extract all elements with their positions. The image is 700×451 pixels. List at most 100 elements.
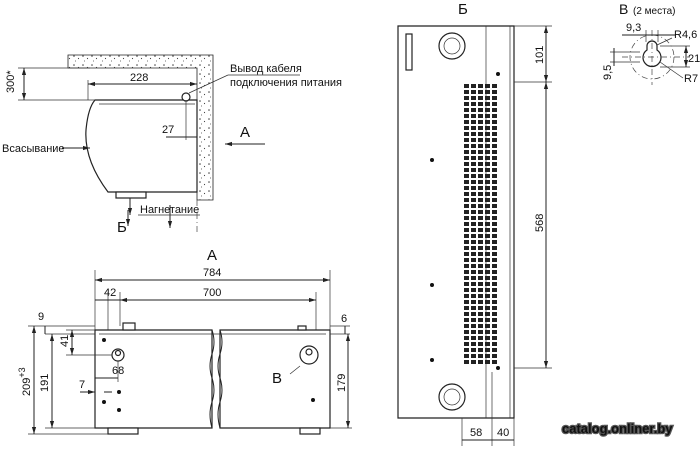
grille-slot [478, 294, 483, 298]
grille-slot [485, 156, 490, 160]
grille-slot [478, 132, 483, 136]
label-cable-line1: Вывод кабеля [230, 63, 302, 75]
grille-slot [478, 138, 483, 142]
grille-slot [464, 252, 469, 256]
grille-slot [464, 210, 469, 214]
grille-slot [478, 90, 483, 94]
grille-slot [492, 204, 497, 208]
grille-slot [471, 276, 476, 280]
grille-slot [471, 156, 476, 160]
grille-slot [464, 156, 469, 160]
outlet-grille [464, 84, 497, 364]
label-discharge: Нагнетание [140, 204, 199, 216]
grille-slot [471, 360, 476, 364]
grille-slot [478, 306, 483, 310]
grille-slot [485, 174, 490, 178]
grille-slot [492, 192, 497, 196]
cable-hole-bottom [438, 383, 466, 411]
dim-58: 58 [470, 427, 482, 439]
grille-slot [471, 330, 476, 334]
grille-slot [478, 204, 483, 208]
grille-slot [492, 336, 497, 340]
unit-body-side [85, 99, 198, 193]
grille-slot [492, 120, 497, 124]
keyhole-detail [642, 40, 662, 68]
grille-slot [485, 306, 490, 310]
grille-slot [485, 126, 490, 130]
dim-191: 191 [39, 374, 51, 392]
grille-slot [464, 138, 469, 142]
dim-7: 7 [79, 379, 85, 391]
grille-slot [492, 144, 497, 148]
marker-b-side: Б [117, 219, 127, 236]
grille-slot [464, 132, 469, 136]
bottom-view: Б 101 568 58 40 [397, 1, 552, 446]
grille-slot [492, 216, 497, 220]
grille-slot [478, 348, 483, 352]
grille-slot [478, 162, 483, 166]
grille-slot [471, 282, 476, 286]
grille-slot [485, 216, 490, 220]
grille-slot [464, 318, 469, 322]
grille-slot [492, 108, 497, 112]
grille-slot [471, 108, 476, 112]
grille-slot [492, 330, 497, 334]
grille-slot [464, 186, 469, 190]
grille-slot [478, 150, 483, 154]
grille-slot [471, 234, 476, 238]
marker-v: В [272, 370, 282, 387]
dim-300: 300* [5, 70, 17, 93]
grille-slot [464, 168, 469, 172]
grille-slot [492, 234, 497, 238]
grille-slot [492, 252, 497, 256]
grille-slot [464, 120, 469, 124]
grille-slot [471, 96, 476, 100]
grille-slot [485, 282, 490, 286]
cable-hole-top [438, 32, 466, 60]
detail-view: В (2 места) 9,3 R4,6 21 9,5 R7 [602, 1, 700, 85]
grille-slot [471, 162, 476, 166]
grille-slot [471, 84, 476, 88]
grille-slot [485, 234, 490, 238]
grille-slot [464, 126, 469, 130]
grille-slot [492, 174, 497, 178]
grille-slot [471, 114, 476, 118]
grille-slot [485, 150, 490, 154]
dim-179: 179 [336, 374, 348, 392]
grille-slot [492, 246, 497, 250]
grille-slot [485, 210, 490, 214]
grille-slot [471, 228, 476, 232]
grille-slot [485, 168, 490, 172]
grille-slot [464, 282, 469, 286]
grille-slot [492, 180, 497, 184]
grille-slot [485, 228, 490, 232]
grille-slot [464, 354, 469, 358]
grille-slot [464, 240, 469, 244]
grille-slot [478, 312, 483, 316]
grille-slot [471, 270, 476, 274]
marker-a-side: A [240, 124, 250, 141]
grille-slot [492, 300, 497, 304]
grille-slot [464, 204, 469, 208]
grille-slot [492, 102, 497, 106]
grille-slot [478, 318, 483, 322]
grille-slot [492, 114, 497, 118]
grille-slot [478, 174, 483, 178]
grille-slot [471, 120, 476, 124]
grille-slot [471, 312, 476, 316]
grille-slot [478, 336, 483, 340]
grille-slot [485, 144, 490, 148]
grille-slot [492, 168, 497, 172]
grille-slot [478, 192, 483, 196]
dim-700: 700 [203, 287, 221, 299]
grille-slot [492, 210, 497, 214]
grille-slot [471, 240, 476, 244]
grille-slot [478, 144, 483, 148]
grille-slot [485, 186, 490, 190]
grille-slot [478, 156, 483, 160]
grille-slot [471, 258, 476, 262]
dim-27: 27 [162, 124, 174, 136]
grille-slot [492, 276, 497, 280]
grille-slot [464, 330, 469, 334]
grille-slot [464, 360, 469, 364]
